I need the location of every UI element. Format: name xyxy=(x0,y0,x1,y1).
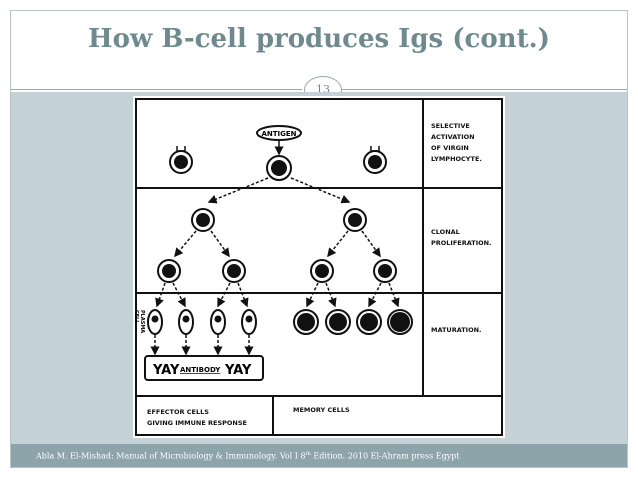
stage2-line2: PROLIFERATION. xyxy=(431,239,492,247)
stage1-line4: LYMPHOCYTE. xyxy=(431,155,482,163)
effector-line2: GIVING IMMUNE RESPONSE xyxy=(147,419,247,427)
receptor-marks xyxy=(176,146,380,152)
activation-arrows xyxy=(207,177,351,204)
footer-bar xyxy=(11,444,627,467)
plasma-label-2: CELL xyxy=(133,310,139,324)
proliferation-arrows xyxy=(174,230,381,258)
plasma-cells xyxy=(147,309,257,335)
plasma-label-1: PLASMA xyxy=(139,310,145,333)
antibody-symbol-right: YAY xyxy=(224,363,252,378)
title-divider-left xyxy=(11,89,302,90)
slide-title: How B-cell produces Igs (cont.) xyxy=(88,24,550,54)
stage-labels: SELECTIVE ACTIVATION OF VIRGIN LYMPHOCYT… xyxy=(431,122,492,334)
antigen-group: ANTIGEN xyxy=(256,125,302,156)
stage1-line2: ACTIVATION xyxy=(431,133,475,141)
bcell-diagram: ANTIGEN xyxy=(133,98,503,436)
outcome-labels: EFFECTOR CELLS GIVING IMMUNE RESPONSE ME… xyxy=(147,406,350,427)
diagram-grid xyxy=(135,98,503,436)
stage1-line3: OF VIRGIN xyxy=(431,144,469,152)
maturation-arrows xyxy=(155,282,400,308)
plasma-nuclei xyxy=(151,315,253,323)
stage2-line1: CLONAL xyxy=(431,228,460,236)
footer-prefix: Abla M. El-Mishad: Manual of Microbiolog… xyxy=(36,451,306,461)
stage1-line1: SELECTIVE xyxy=(431,122,470,130)
footer-sup: th xyxy=(305,451,311,457)
footer-citation: Abla M. El-Mishad: Manual of Microbiolog… xyxy=(36,451,460,461)
memory-nuclei xyxy=(297,312,410,332)
antibody-word: ANTIBODY xyxy=(180,366,221,374)
footer-suffix: Edition. 2010 El-Ahram press Egypt xyxy=(310,451,460,461)
effector-line1: EFFECTOR CELLS xyxy=(147,408,209,416)
antibody-box xyxy=(144,355,264,381)
proliferating-nuclei xyxy=(162,213,392,278)
antibody-symbol-left: YAY xyxy=(152,363,180,378)
bcell-diagram-figure: ANTIGEN xyxy=(133,96,505,438)
memory-label: MEMORY CELLS xyxy=(293,406,350,414)
secretion-arrows xyxy=(150,335,254,356)
virgin-nuclei xyxy=(174,155,382,176)
title-divider-right xyxy=(342,89,627,90)
stage3-line1: MATURATION. xyxy=(431,326,482,334)
antigen-label: ANTIGEN xyxy=(261,130,296,138)
